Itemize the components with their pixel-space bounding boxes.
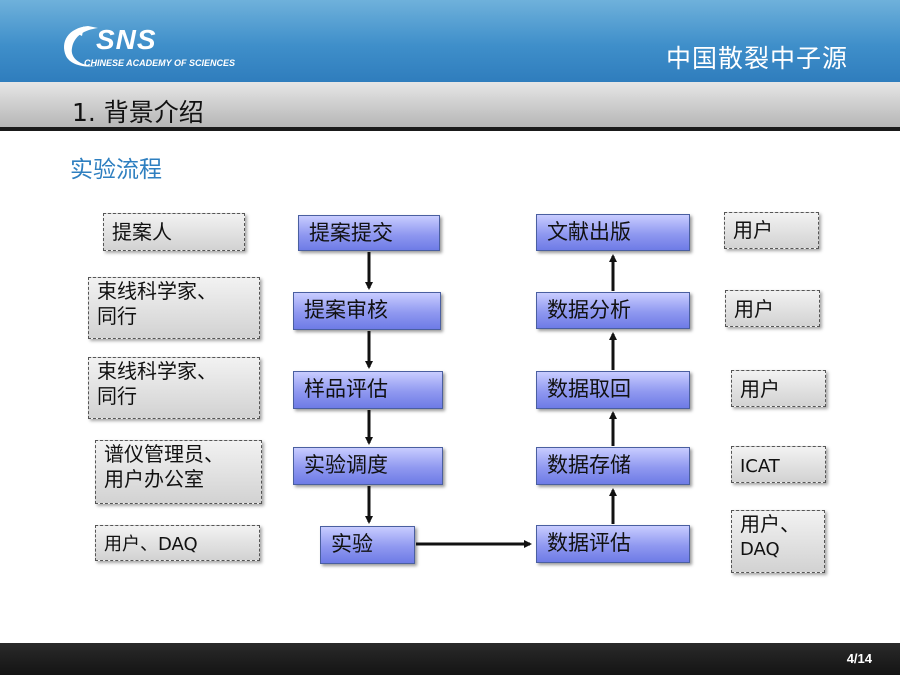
process-step-label: 提案审核 [304, 298, 388, 322]
logo-subtext: CHINESE ACADEMY OF SCIENCES [84, 58, 236, 68]
role-box-left: 束线科学家、 同行 [88, 357, 260, 419]
role-label-line1: 用户、 [740, 512, 800, 536]
role-label-line1: 用户 [740, 377, 780, 401]
process-step-box: 数据存储 [536, 447, 690, 485]
role-box-left: 提案人 [103, 213, 245, 251]
slide-subtitle: 实验流程 [70, 157, 162, 183]
org-title: 中国散裂中子源 [665, 44, 848, 73]
process-step-label: 提案提交 [309, 221, 393, 245]
process-step-box: 提案审核 [293, 292, 441, 330]
process-step-box: 文献出版 [536, 214, 690, 251]
process-step-box: 实验 [320, 526, 415, 564]
process-step-box: 实验调度 [293, 447, 443, 485]
footer-bar [0, 643, 900, 675]
process-step-box: 样品评估 [293, 371, 443, 409]
role-label-line1: 束线科学家、 [97, 279, 217, 303]
role-label-line2: 用户办公室 [104, 467, 204, 491]
process-step-box: 提案提交 [298, 215, 440, 251]
process-step-label: 数据取回 [547, 377, 631, 401]
role-box-right: ICAT [731, 446, 826, 483]
process-step-box: 数据评估 [536, 525, 690, 563]
process-step-label: 实验调度 [304, 453, 388, 477]
process-step-label: 样品评估 [304, 377, 388, 401]
section-title: 1. 背景介绍 [72, 98, 204, 127]
section-bar-divider [0, 127, 900, 131]
process-step-label: 数据分析 [547, 298, 631, 322]
logo-text: SNS [96, 24, 157, 55]
page-number: 4/14 [846, 651, 872, 666]
role-label-line1: 谱仪管理员、 [104, 442, 224, 466]
role-label-line1: 用户、DAQ [104, 534, 198, 555]
role-box-right: 用户、 DAQ [731, 510, 825, 573]
header-banner: SNS CHINESE ACADEMY OF SCIENCES 中国散裂中子源 [0, 0, 900, 82]
role-label-line1: 束线科学家、 [97, 359, 217, 383]
role-box-left: 谱仪管理员、 用户办公室 [95, 440, 262, 504]
role-label-line1: 用户 [734, 297, 774, 321]
role-label-line2: 同行 [97, 384, 137, 408]
process-step-label: 实验 [331, 532, 373, 556]
role-box-right: 用户 [731, 370, 826, 407]
process-step-box: 数据取回 [536, 371, 690, 409]
process-step-box: 数据分析 [536, 292, 690, 329]
section-bar [0, 82, 900, 129]
role-label-line2: DAQ [740, 539, 780, 560]
process-step-label: 文献出版 [547, 220, 631, 244]
role-label-line2: 同行 [97, 304, 137, 328]
role-label-line1: ICAT [740, 456, 780, 477]
sns-logo: SNS CHINESE ACADEMY OF SCIENCES [58, 20, 258, 72]
role-box-right: 用户 [725, 290, 820, 327]
role-box-left: 束线科学家、 同行 [88, 277, 260, 339]
role-box-left: 用户、DAQ [95, 525, 260, 561]
process-step-label: 数据评估 [547, 531, 631, 555]
logo-swoosh-icon [64, 26, 98, 67]
process-step-label: 数据存储 [547, 453, 631, 477]
role-label-line1: 用户 [733, 218, 773, 242]
role-box-right: 用户 [724, 212, 819, 249]
role-label-line1: 提案人 [112, 220, 172, 244]
